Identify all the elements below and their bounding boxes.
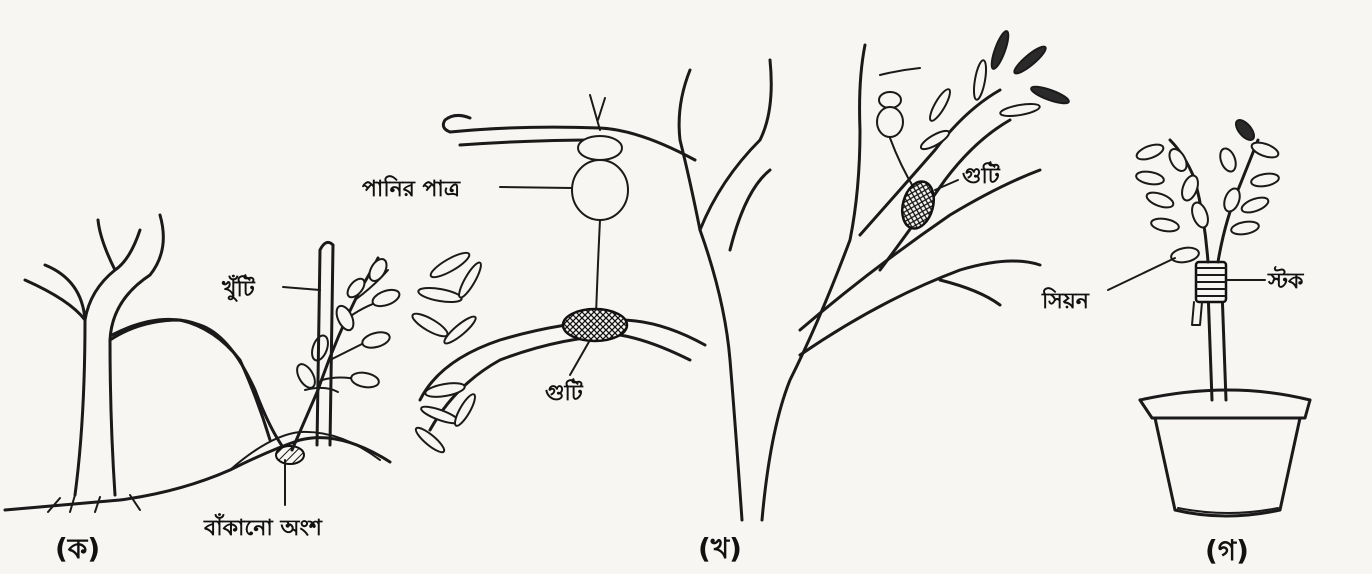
trunk-a bbox=[45, 230, 140, 495]
pot-pointer bbox=[500, 187, 572, 188]
layer-right-label: গুটি bbox=[962, 161, 1001, 189]
bent-part-label: বাঁকানো অংশ bbox=[203, 513, 323, 541]
drip-string bbox=[596, 220, 600, 315]
stock-cut bbox=[1192, 302, 1202, 325]
panel-a-label: (ক) bbox=[55, 532, 100, 565]
trunk-b-right bbox=[762, 45, 865, 520]
pot-neck bbox=[578, 136, 622, 160]
pot-b-neck bbox=[879, 92, 901, 108]
panel-b-air-layering: পানির পাত্র গুটি গুটি (খ) bbox=[362, 29, 1071, 565]
bent-branch bbox=[112, 319, 285, 450]
stock-label: স্টক bbox=[1267, 266, 1305, 294]
drip-string-b bbox=[890, 138, 915, 190]
water-pot-b bbox=[877, 107, 903, 137]
water-pot-label: পানির পাত্র bbox=[362, 175, 461, 202]
panel-a-layering: খুঁটি বাঁকানো অংশ (ক) bbox=[5, 215, 402, 565]
pot-rim bbox=[1140, 400, 1310, 418]
bent-part-mark bbox=[276, 446, 304, 464]
stake-label: খুঁটি bbox=[221, 274, 256, 303]
trunk-b-fork bbox=[700, 60, 771, 250]
pot-b-hanger bbox=[880, 68, 920, 75]
stake-tie bbox=[305, 388, 338, 392]
stock-stem bbox=[1208, 290, 1226, 400]
pot-hanger bbox=[590, 95, 605, 130]
scion-leaf bbox=[1170, 246, 1200, 265]
panel-b-label: (খ) bbox=[698, 532, 742, 565]
upper-left-branch bbox=[443, 115, 695, 160]
water-pot bbox=[572, 160, 628, 220]
stake-pointer bbox=[283, 287, 320, 290]
branches-a bbox=[25, 220, 115, 320]
layer-right-pointer bbox=[935, 180, 958, 190]
ground-line bbox=[5, 438, 390, 510]
scion-pointer bbox=[1108, 258, 1175, 290]
panel-c-grafting: সিয়ন স্টক (গ) bbox=[1041, 117, 1310, 567]
plant-pot bbox=[1155, 418, 1300, 516]
trunk-a-right bbox=[110, 215, 270, 495]
new-shoot bbox=[292, 258, 378, 450]
air-layer-left bbox=[563, 309, 627, 341]
trunk-b-left bbox=[679, 70, 742, 520]
scion-label: সিয়ন bbox=[1041, 287, 1090, 314]
layer-left-pointer bbox=[570, 340, 590, 375]
panel-c-label: (গ) bbox=[1205, 534, 1249, 567]
layer-left-label: গুটি bbox=[545, 378, 584, 406]
